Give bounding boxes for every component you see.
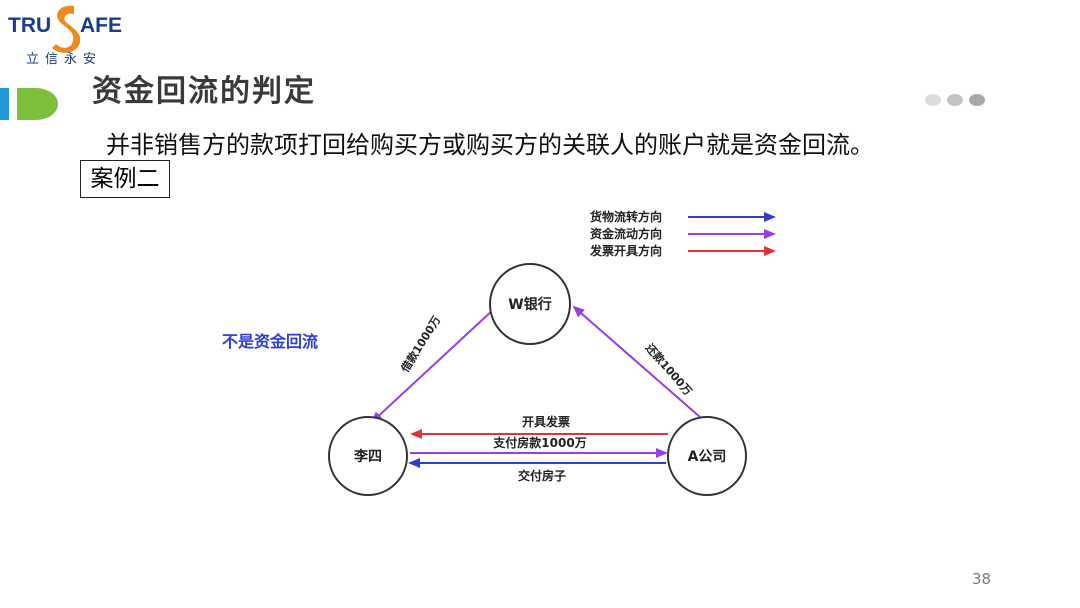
- node-lisi: 李四: [328, 416, 408, 496]
- page-number: 38: [972, 570, 992, 588]
- conclusion-label: 不是资金回流: [222, 332, 318, 351]
- edge-repay-arrow: [572, 305, 709, 425]
- logo-tru-text: TRU: [8, 14, 51, 37]
- node-bank: W银行: [489, 263, 571, 345]
- legend-label-invoice: 发票开具方向: [589, 243, 662, 258]
- legend-label-goods: 货物流转方向: [590, 209, 662, 224]
- legend: 货物流转方向 资金流动方向 发票开具方向: [589, 209, 776, 258]
- logo-subtitle: 立信永安: [26, 52, 103, 67]
- node-company: A公司: [667, 416, 747, 496]
- node-lisi-label: 李四: [353, 448, 382, 465]
- edge-payment-label: 支付房款1000万: [492, 435, 586, 450]
- legend-label-funds: 资金流动方向: [590, 226, 662, 241]
- logo-afe-text: AFE: [80, 14, 122, 37]
- case-label: 案例二: [80, 160, 170, 198]
- title-marker-icon: [0, 88, 58, 120]
- logo-s-mark: [52, 5, 81, 53]
- slide-title: 资金回流的判定: [92, 74, 316, 109]
- decorative-dots-icon: [925, 94, 985, 106]
- edge-loan-arrow: [370, 308, 495, 424]
- edge-loan-label: 借款1000万: [397, 313, 443, 375]
- trusafe-logo: TRU AFE: [8, 5, 122, 53]
- node-bank-label: W银行: [508, 296, 551, 313]
- slide-subtitle: 并非销售方的款项打回给购买方或购买方的关联人的账户就是资金回流。: [106, 131, 874, 159]
- node-company-label: A公司: [688, 449, 727, 465]
- edge-deliver-label: 交付房子: [518, 468, 566, 483]
- edge-invoice-label: 开具发票: [522, 414, 570, 429]
